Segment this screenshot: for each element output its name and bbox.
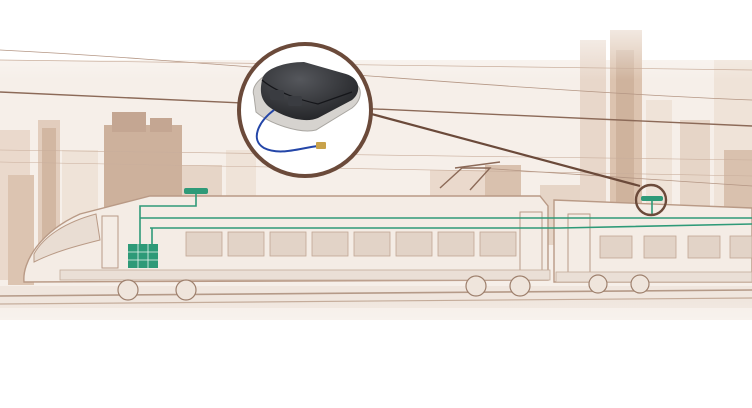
pantographs [439,161,501,191]
roof-antenna-icon [184,188,208,194]
magnifier-callout-icon [237,42,373,178]
callout-target-ring [634,183,668,217]
onboard-network-lines [139,194,752,248]
railway-track [0,286,752,408]
roof-antenna-icon [641,196,663,201]
network-unit-icon [128,244,158,268]
antenna-product-image [252,62,361,153]
callout-line [363,110,641,188]
